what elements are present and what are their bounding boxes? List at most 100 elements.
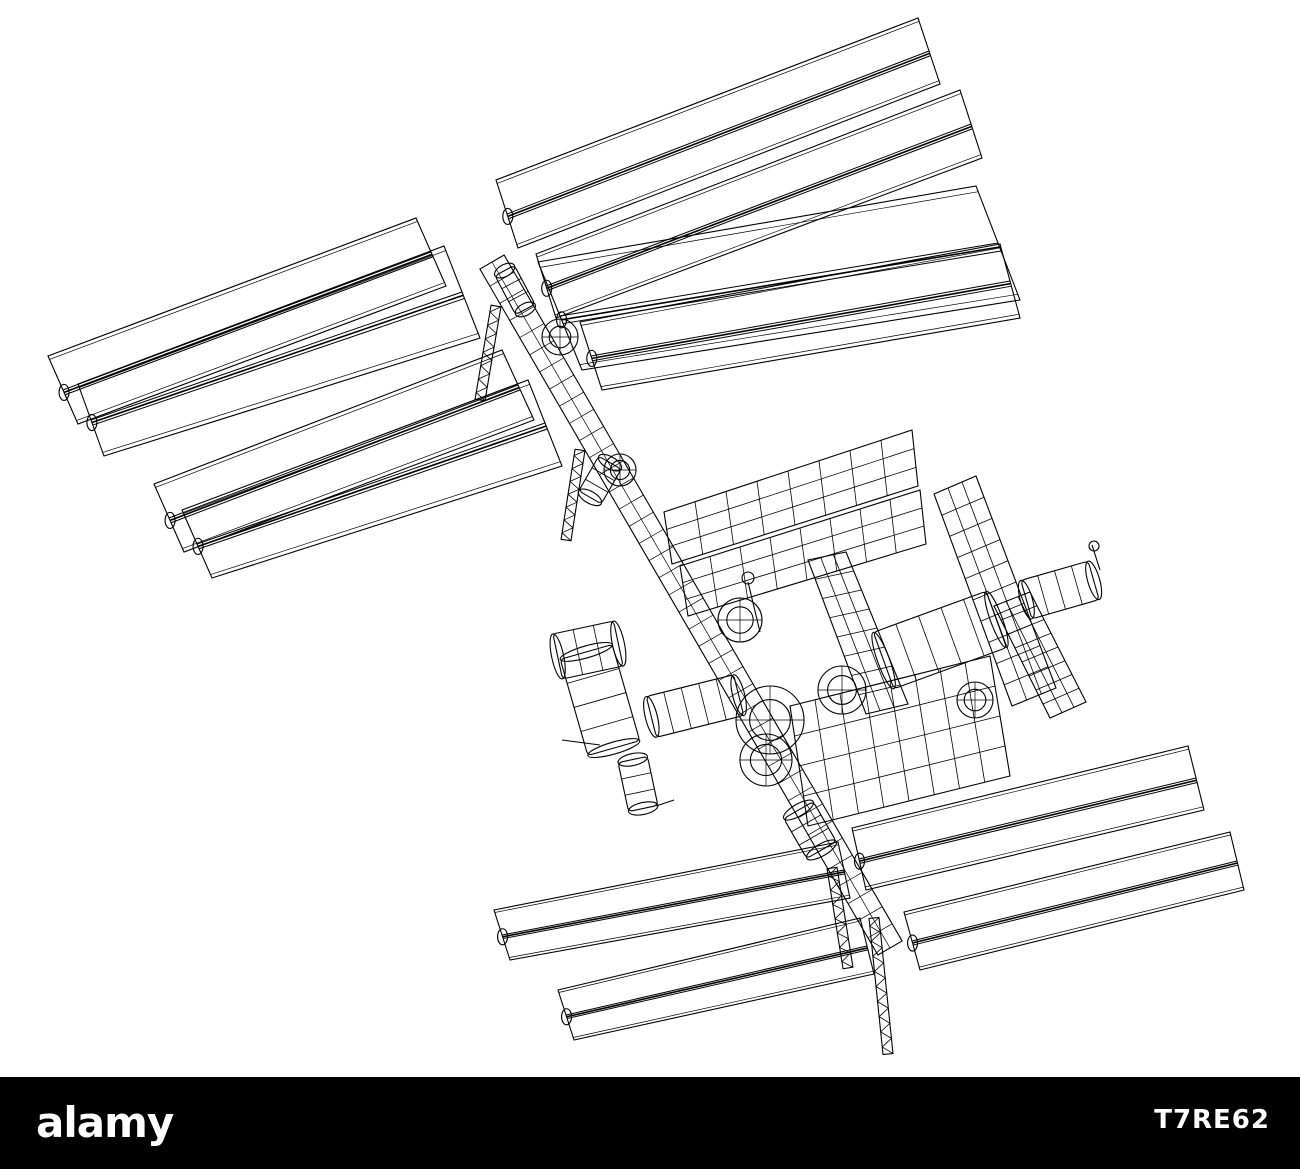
module-right-cap-b — [1085, 560, 1103, 601]
module-lower-left-body — [618, 756, 658, 812]
gridded-array-diag-row-3 — [829, 608, 870, 619]
module-upper-left-body — [553, 621, 623, 679]
module-upper-left-cap-a — [549, 633, 566, 680]
module-upper-left — [549, 620, 627, 680]
module-lab-body — [646, 675, 744, 737]
gridded-array-right-a-row-5 — [972, 581, 1017, 601]
module-lab-cap-a — [643, 695, 660, 738]
solar-wing-upper-3 — [537, 185, 1021, 371]
truss-bay-15 — [628, 511, 654, 527]
solar-wing-left-4-outline — [181, 379, 563, 579]
solar-wing-left-4-end-cap — [192, 537, 204, 555]
truss-bay-30 — [778, 769, 803, 784]
module-lower-left-ring-2 — [624, 788, 655, 796]
solar-wing-left-4-spar-2 — [198, 428, 548, 550]
solar-wing-left-4-spar-0 — [196, 422, 546, 545]
module-upper-left-ring-1 — [572, 629, 584, 675]
solar-wing-upper-3-edge-bottom — [579, 293, 1018, 365]
module-service-ring-3 — [940, 607, 962, 665]
watermark-footer: alamy T7RE62 — [0, 1077, 1300, 1169]
solar-wing-upper-1-spar-0 — [506, 50, 930, 215]
truss-bay-7 — [549, 374, 574, 390]
truss-bay-21 — [688, 614, 714, 630]
solar-wing-left-1-edge-top — [49, 221, 418, 360]
module-truss-c — [782, 799, 838, 861]
solar-wing-lower-1-spar-1 — [502, 871, 845, 938]
gridded-array-diag-row-4 — [836, 627, 878, 638]
solar-wing-lower-2-spar-1 — [566, 947, 868, 1018]
solar-wing-upper-4-spar-1 — [591, 282, 1011, 360]
module-truss-a-cap-b — [597, 453, 623, 472]
solar-wing-left-1-spar-2 — [64, 256, 434, 396]
gridded-array-top-col-7 — [880, 440, 888, 496]
module-service-ring-2 — [918, 615, 940, 673]
space-station-wireframe — [47, 17, 1245, 1056]
node-upper — [717, 597, 763, 643]
antenna-dish-1 — [741, 571, 755, 585]
solar-wing-upper-4-spar-0 — [590, 280, 1011, 357]
gridded-array-mid-col-5 — [829, 518, 838, 572]
solar-wing-left-4 — [181, 379, 563, 579]
truss-bay-33 — [808, 820, 833, 836]
solar-wing-lower-2-edge-top — [558, 920, 861, 993]
module-truss-b-cap-a — [494, 262, 516, 279]
solar-wing-left-4-edge-bottom — [210, 461, 561, 575]
solar-wing-left-3-spar-0 — [168, 384, 519, 519]
module-upper-left-ring-2 — [592, 625, 604, 671]
solar-wing-left-2-outline — [77, 245, 481, 457]
module-upper-left-cap-b — [610, 620, 627, 667]
image-id-label: T7RE62 — [1154, 1105, 1270, 1135]
gridded-array-mid-col-4 — [799, 527, 808, 581]
solar-wing-left-4-edge-top — [183, 383, 530, 514]
radiator-lower-b-outline — [868, 916, 894, 1056]
truss-bay-8 — [559, 391, 584, 407]
solar-wing-upper-4-edge-bottom — [600, 313, 1020, 387]
module-right-cap-a — [1017, 579, 1035, 620]
truss-bay-13 — [609, 477, 634, 493]
module-truss-c-cap-a — [782, 799, 815, 821]
solar-wing-left-1-end-cap — [58, 383, 70, 401]
radiator-lower-b — [868, 916, 894, 1056]
solar-wing-lower-4-spar-0 — [911, 860, 1238, 942]
gridded-array-diag-row-2 — [822, 589, 862, 599]
radiator-left-a-zigzag — [475, 306, 502, 402]
module-truss-a-cap-a — [577, 488, 603, 507]
truss-bay-11 — [589, 443, 614, 458]
solar-wing-left-2-spar-2 — [92, 297, 465, 426]
solar-wing-lower-4-end-cap — [907, 934, 919, 952]
solar-wing-upper-1 — [495, 17, 941, 249]
solar-wing-lower-4 — [903, 831, 1245, 971]
solar-wing-left-1 — [47, 217, 447, 425]
truss-bay-3 — [509, 306, 535, 321]
solar-wing-upper-1-spar-1 — [507, 52, 931, 218]
module-right-ring-1 — [1037, 575, 1050, 615]
gridded-array-lower — [789, 655, 1011, 827]
truss-bay-18 — [658, 563, 684, 579]
solar-wing-upper-4-edge-top — [581, 247, 1002, 326]
gridded-array-mid-col-2 — [739, 546, 748, 599]
solar-wing-lower-3-end-cap — [853, 852, 866, 870]
gridded-array-top-row-1 — [666, 448, 915, 530]
solar-wing-lower-2-end-cap — [561, 1008, 573, 1026]
gridded-array-lower-outline — [789, 655, 1011, 827]
gridded-array-top-col-2 — [725, 491, 734, 545]
module-service-ring-4 — [963, 599, 985, 657]
solar-wing-lower-1-spar-2 — [503, 873, 845, 939]
gridded-array-right-b-row-7 — [1042, 687, 1080, 705]
radiator-lower-b-zigzag — [869, 917, 894, 1054]
solar-wing-left-2-spar-1 — [91, 294, 464, 424]
solar-wing-lower-3-edge-bottom — [865, 806, 1204, 888]
solar-wing-lower-3-edge-top — [852, 748, 1189, 832]
solar-wing-upper-2-edge-top — [536, 93, 962, 258]
solar-wing-upper-3-outline — [537, 185, 1021, 371]
radiator-lower-a-zigzag — [827, 866, 854, 968]
solar-wing-lower-2 — [557, 917, 875, 1041]
gridded-array-top-row-2 — [669, 466, 917, 548]
radiator-left-b-outline — [560, 448, 586, 542]
module-lab-ring-4 — [715, 678, 727, 720]
solar-wing-upper-2-outline — [535, 89, 983, 319]
solar-wing-upper-3-spar-1 — [561, 246, 1000, 321]
module-service-ring-1 — [895, 623, 917, 681]
solar-wing-upper-2-edge-bottom — [554, 154, 982, 316]
truss-bay-23 — [708, 649, 734, 664]
